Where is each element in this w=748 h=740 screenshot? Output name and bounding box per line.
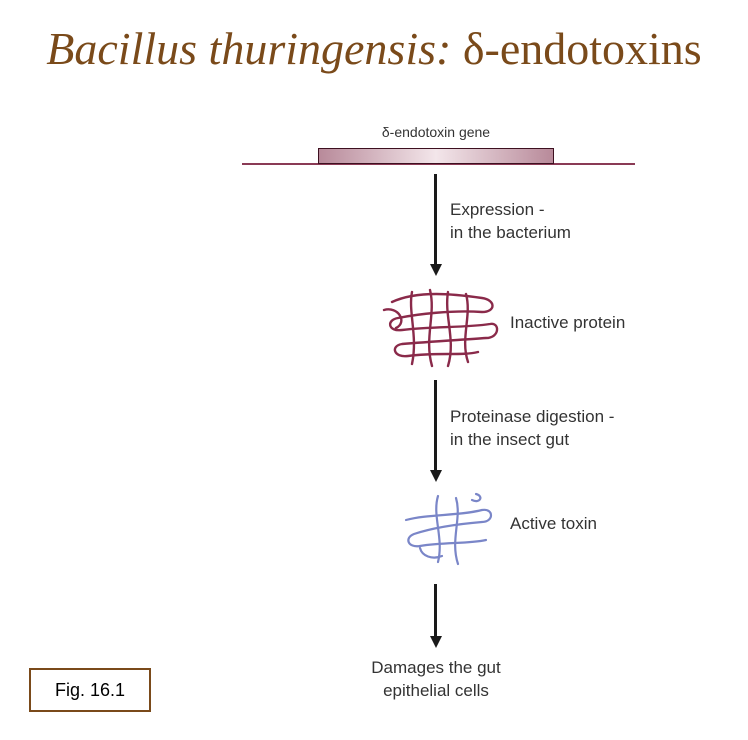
damage-line2: epithelial cells — [383, 681, 489, 700]
inactive-protein-label: Inactive protein — [510, 313, 626, 332]
active-toxin-label: Active toxin — [510, 514, 597, 533]
title-species: Bacillus thuringensis: — [46, 23, 452, 74]
digestion-arrow-shaft — [434, 380, 437, 472]
expression-line2: in the bacterium — [450, 223, 571, 242]
digestion-line2: in the insect gut — [450, 430, 570, 449]
slide-title: Bacillus thuringensis: δ-endotoxins — [0, 22, 748, 75]
figure-label: Fig. 16.1 — [29, 668, 151, 712]
inactive-protein-icon — [382, 288, 499, 368]
title-toxin: δ-endotoxins — [451, 23, 702, 74]
digestion-step: Proteinase digestion - in the insect gut — [450, 405, 614, 451]
expression-arrow-shaft — [434, 174, 437, 266]
active-toxin-icon — [404, 492, 493, 566]
expression-arrow-head — [430, 264, 442, 276]
gene-label: δ-endotoxin gene — [381, 124, 491, 140]
dna-strand — [242, 163, 635, 165]
digestion-arrow-head — [430, 470, 442, 482]
damage-arrow-shaft — [434, 584, 437, 638]
damage-step: Damages the gut epithelial cells — [336, 656, 536, 702]
damage-line1: Damages the gut — [371, 658, 501, 677]
expression-step: Expression - in the bacterium — [450, 198, 571, 244]
expression-line1: Expression - — [450, 200, 545, 219]
damage-arrow-head — [430, 636, 442, 648]
gene-segment — [318, 148, 554, 164]
digestion-line1: Proteinase digestion - — [450, 407, 615, 426]
